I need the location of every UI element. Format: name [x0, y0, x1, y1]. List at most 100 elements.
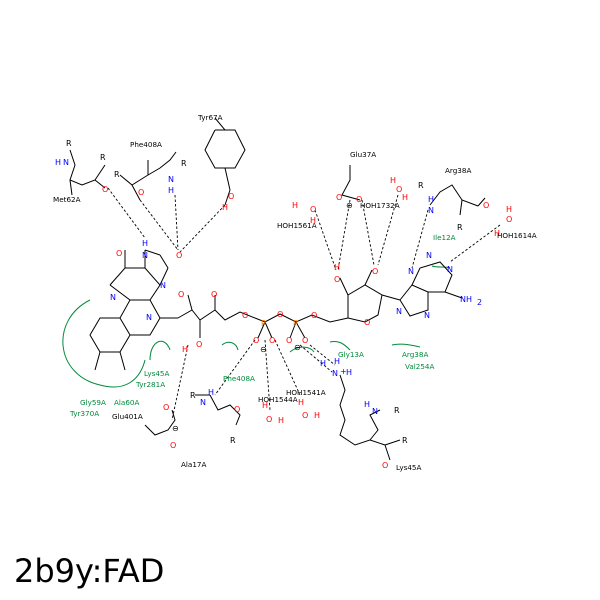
atom-o-p1-a: O	[253, 336, 259, 345]
hydrophobic-arc-lys45	[149, 340, 171, 361]
atom-nh2-subscript: 2	[477, 298, 482, 307]
atom-n-arg38: N	[428, 206, 434, 215]
hydrophobic-contacts	[62, 265, 451, 388]
hydrogen-bonds	[107, 187, 501, 421]
atom-o-p2-a: O	[286, 336, 292, 345]
hydrophobic-arc-mid	[289, 346, 315, 353]
hydrophobic-arc-phe408	[221, 341, 239, 351]
atom-n5: N	[110, 293, 116, 302]
residue-label: HOH1614A	[497, 231, 537, 240]
hydrophobic-arc-left	[62, 299, 146, 388]
diagram-title: 2b9y:FAD	[14, 552, 165, 590]
atom-n-lys45: N	[372, 407, 378, 416]
atom-n3: N	[142, 251, 148, 260]
atom-o-tyr67: O	[228, 192, 234, 201]
r-lys45: R	[394, 406, 400, 415]
atom-h-ala17: H	[208, 388, 214, 397]
atom-o-met62: O	[102, 185, 108, 194]
atom-p2: P	[293, 319, 298, 328]
hydrophobic-label: Ala60A	[114, 398, 139, 407]
atom-o-p1-b: O	[269, 336, 275, 345]
hydrophobic-label: Tyr281A	[135, 380, 165, 389]
atom-h2-hoh1541: H	[298, 398, 304, 407]
atom-h-ribitol-3: H	[182, 345, 188, 354]
atom-h1-lys45: H	[346, 368, 352, 377]
residue-label: HOH1561A	[277, 221, 317, 230]
atom-h-lys45-backbone: H	[364, 400, 370, 409]
atom-o-ribitol-2: O	[211, 290, 217, 299]
r-ala17: R	[190, 391, 196, 400]
residue-label: Ala17A	[181, 460, 206, 469]
residue-labels: Tyr67A Phe408A Met62A Glu37A Arg38A HOH1…	[53, 113, 537, 472]
atom-n1-adenine: N	[447, 265, 453, 274]
atom-o-lys45: O	[382, 461, 388, 470]
atom-n-met62: N	[63, 158, 69, 167]
atom-o-bridge-3: O	[311, 311, 317, 320]
atom-h-o2-ribose: H	[334, 263, 340, 272]
atom-o-bridge-2: O	[277, 310, 283, 319]
atom-o2: O	[176, 251, 182, 260]
hydrophobic-labels: Ile12A Lys45A Tyr281A Gly59A Ala60A Tyr3…	[69, 233, 456, 418]
atom-o-ala17: O	[234, 405, 240, 414]
atom-h1-hoh1561: H	[292, 201, 298, 210]
residue-label: HOH1541A	[286, 388, 326, 397]
residue-label: Met62A	[53, 195, 81, 204]
atom-h1-hoh1732: H	[390, 176, 396, 185]
atom-o-glu401-a: O	[163, 403, 169, 412]
hydrophobic-arc-gly13	[329, 341, 351, 351]
atom-o-glu37-a: O	[356, 195, 362, 204]
atom-o-ribitol-1: O	[178, 290, 184, 299]
atom-o-bridge-1: O	[242, 311, 248, 320]
atom-h-n3: H	[142, 239, 148, 248]
atom-n-phe408: N	[168, 175, 174, 184]
hydrophobic-label: Val254A	[405, 362, 434, 371]
atom-nz-lys45: N	[332, 369, 338, 378]
atom-o2-ribose: O	[334, 275, 340, 284]
flavin-ring	[89, 249, 178, 371]
r-arg38: R	[418, 181, 424, 190]
atom-h3-lys45: H	[334, 357, 340, 366]
atom-h1-hoh1614: H	[506, 205, 512, 214]
phosphate-ribose-adenine	[254, 261, 463, 339]
hydrophobic-label: Phe408A	[223, 374, 255, 383]
residue-label: Glu37A	[350, 150, 376, 159]
residue-label: Arg38A	[445, 166, 471, 175]
atom-o-hoh1732: O	[396, 185, 402, 194]
charge-minus-p2: ⊖	[294, 343, 301, 352]
residue-label: HOH1544A	[258, 395, 298, 404]
ribitol-chain	[177, 294, 256, 338]
atom-o-hoh1541: O	[302, 411, 308, 420]
hydrophobic-label: Arg38A	[402, 350, 428, 359]
residue-label: HOH1732A	[360, 201, 400, 210]
atom-o-hoh1561: O	[310, 205, 316, 214]
atom-h2-lys45: H	[320, 359, 326, 368]
r-met62-b: R	[100, 153, 106, 162]
atom-n9: N	[396, 307, 402, 316]
r-arg38-b: R	[457, 223, 463, 232]
atom-h1-hoh1541: H	[314, 411, 320, 420]
residue-label: Lys45A	[396, 463, 421, 472]
charge-minus-glu401: ⊖	[172, 424, 179, 433]
atom-o-hoh1544: O	[266, 415, 272, 424]
charge-minus-glu37: ⊖	[346, 201, 353, 210]
atom-n1: N	[160, 281, 166, 290]
hydrophobic-label: Lys45A	[144, 369, 169, 378]
atom-o-arg38: O	[483, 201, 489, 210]
charge-plus-lys45: +	[340, 367, 347, 376]
hydrophobic-label: Ile12A	[433, 233, 456, 242]
atom-o-glu401-b: O	[170, 441, 176, 450]
atom-o-ribose: O	[364, 318, 370, 327]
residue-label: Glu401A	[112, 412, 143, 421]
r-phe408-b: R	[181, 159, 187, 168]
residue-label: Tyr67A	[197, 113, 223, 122]
atom-labels: O H N N N N O O O O H O P O P O O O O O …	[55, 139, 512, 470]
atom-p1: P	[261, 319, 266, 328]
atom-h-met62: H	[55, 158, 61, 167]
hydrophobic-arc-ile12	[431, 265, 451, 269]
hydrophobic-label: Gly13A	[338, 350, 364, 359]
atom-h-arg38: H	[428, 195, 434, 204]
atom-h-tyr67: H	[222, 203, 228, 212]
atom-h-phe408: H	[168, 186, 174, 195]
atom-o3-ribose: O	[372, 267, 378, 276]
